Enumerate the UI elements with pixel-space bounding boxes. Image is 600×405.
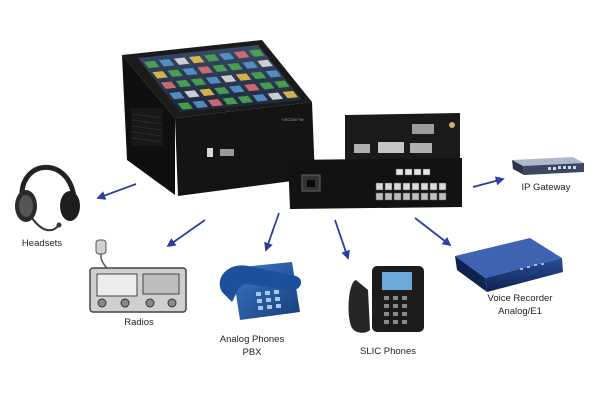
front-connector: [220, 149, 234, 156]
rj-jack: [411, 192, 420, 201]
console-key: [169, 91, 185, 100]
device-label-radios: Radios: [124, 317, 154, 328]
console-key: [184, 90, 200, 98]
device-label-ip-gateway: IP Gateway: [521, 182, 571, 193]
rj-jack: [375, 192, 384, 201]
console-key: [205, 76, 222, 85]
radio-icon: [89, 239, 187, 313]
console-key: [244, 83, 260, 92]
arrow-to-radios: [166, 219, 206, 248]
console-key: [199, 88, 215, 97]
console-key: [220, 74, 237, 83]
analog-phones-label: Analog Phones: [219, 334, 285, 345]
console-key: [252, 94, 269, 102]
console-key: [158, 59, 175, 67]
rj-jack: [384, 182, 393, 191]
console-key: [188, 55, 205, 64]
rj-jack-block: [375, 168, 447, 201]
rj-jack: [393, 192, 402, 201]
ip-gateway-icon: [512, 157, 584, 175]
rj-jack: [411, 182, 420, 191]
console-key: [235, 73, 252, 81]
rj-jack: [422, 168, 431, 176]
rj-jack: [438, 182, 447, 191]
voice-recorder-icon: [455, 238, 563, 292]
analog-phone-icon: [219, 262, 302, 320]
console-key: [222, 97, 239, 105]
console-key: [152, 71, 168, 79]
console-key: [212, 64, 228, 72]
console-key: [248, 49, 265, 57]
rj-jack: [393, 182, 402, 191]
device-label-voice-recorder: Voice Recorder Analog/E1: [480, 292, 560, 318]
voice-recorder-label: Voice Recorder: [487, 293, 553, 304]
console-key: [237, 95, 254, 104]
console-key: [143, 60, 160, 69]
voice-recorder-sublabel: Analog/E1: [498, 306, 542, 317]
device-label-analog-phones: Analog Phones PBX: [208, 333, 296, 359]
analog-phones-sublabel: PBX: [242, 347, 262, 358]
ground-screw: [449, 122, 455, 128]
interface-box: [288, 113, 462, 209]
console-key: [182, 67, 198, 76]
arrow-to-analog-phones: [264, 212, 280, 252]
rj-jack: [395, 168, 404, 176]
rj-jack: [402, 182, 411, 191]
console-key: [233, 50, 250, 59]
console-key: [265, 70, 282, 78]
console-key: [282, 90, 299, 99]
console-key: [242, 61, 258, 69]
arrow-to-ip-gateway: [472, 176, 505, 188]
console-unit: VSCOM TM: [122, 40, 315, 196]
rj-jack: [420, 182, 429, 191]
console-key: [175, 79, 192, 88]
console-key: [250, 71, 267, 80]
console-key: [167, 69, 183, 77]
arrow-to-headsets: [96, 183, 137, 200]
device-label-headsets: Headsets: [21, 238, 63, 249]
device-label-slic-phones: SLIC Phones: [360, 346, 416, 357]
rj-jack: [375, 182, 384, 191]
slic-phone-icon: [348, 266, 424, 333]
console-key: [192, 100, 209, 109]
model-label: VSCOM TM: [282, 117, 303, 122]
rj-jack: [429, 192, 438, 201]
console-key: [259, 82, 275, 90]
usb-port: [207, 148, 213, 157]
console-key: [160, 81, 177, 89]
console-key: [197, 66, 213, 74]
rj-jack: [402, 192, 411, 201]
rj-jack: [413, 168, 422, 176]
console-key: [227, 62, 243, 71]
arrow-to-voice-recorder: [414, 217, 452, 247]
console-key: [214, 87, 230, 95]
console-key: [257, 59, 273, 68]
console-key: [190, 78, 207, 86]
console-key: [267, 92, 284, 100]
console-key: [207, 99, 224, 107]
console-key: [229, 85, 245, 93]
headset-icon: [15, 164, 80, 232]
rj-jack: [438, 192, 447, 201]
rj-jack: [404, 168, 413, 176]
arrow-to-slic-phones: [334, 219, 350, 260]
console-key: [203, 54, 220, 62]
rj-jack: [420, 192, 429, 201]
console-key: [177, 102, 194, 110]
console-key: [274, 80, 290, 88]
rj-jack: [429, 182, 438, 191]
console-key: [218, 52, 235, 60]
rj-jack: [384, 192, 393, 201]
console-key-grid: [143, 49, 299, 110]
console-key: [173, 57, 190, 65]
